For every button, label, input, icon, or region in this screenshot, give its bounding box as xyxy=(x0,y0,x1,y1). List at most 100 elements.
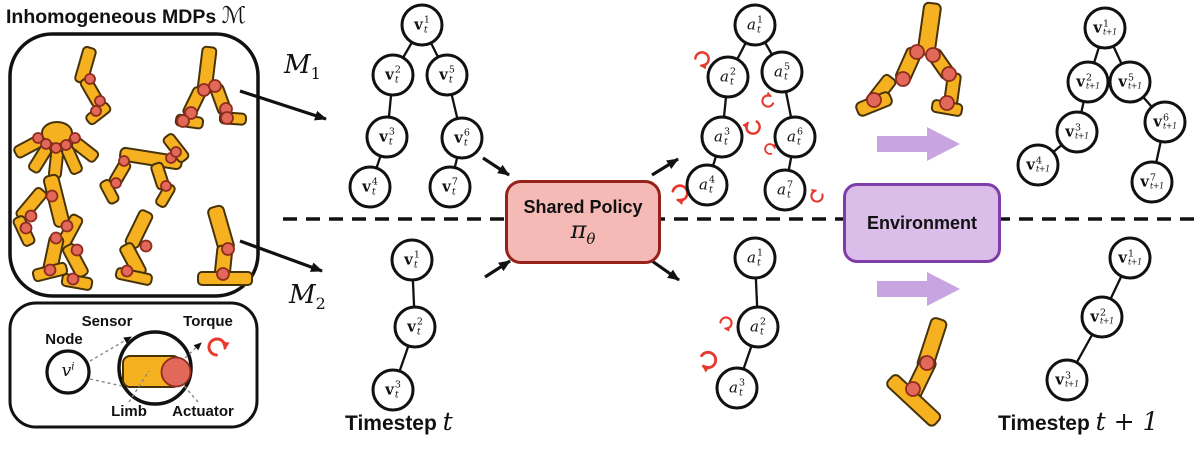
robot-humanoid-illustration xyxy=(12,173,94,291)
node-base: v xyxy=(379,127,388,146)
robot-cheetah-illustration xyxy=(99,133,190,208)
m2-base: M xyxy=(289,280,316,310)
node-base: a xyxy=(787,127,796,146)
shared-policy-box: Shared Policy πθ xyxy=(505,180,661,264)
node-sup: 2 xyxy=(394,64,401,76)
node-sub: t xyxy=(759,326,764,337)
node-base: v xyxy=(385,65,394,84)
node-base: v xyxy=(1118,248,1127,267)
node-sub: t xyxy=(708,184,713,195)
flow-arrows xyxy=(239,89,680,282)
robot-leg-illustration xyxy=(197,204,253,286)
node-sub: t+1 xyxy=(1102,27,1117,37)
node-sub: t xyxy=(738,387,743,398)
timestep-word: Timestep xyxy=(345,412,437,435)
node-base: v xyxy=(1076,72,1085,91)
node-sub: t xyxy=(416,326,421,337)
node-sub: t xyxy=(756,24,761,35)
mdp-set-symbol: ℳ xyxy=(221,3,247,29)
pi-sub: θ xyxy=(586,229,596,248)
node-sup: 1 xyxy=(756,14,763,26)
vi-sup: i xyxy=(71,361,75,373)
robot-walker-next-illustration xyxy=(855,1,964,117)
node-sup: 6 xyxy=(463,127,470,139)
robot-spider-illustration xyxy=(13,121,100,180)
node-sup: 1 xyxy=(413,249,420,261)
environment-transition-arrows xyxy=(877,127,960,306)
robot-hopper-next-illustration xyxy=(886,317,948,427)
timestep-word: Timestep xyxy=(998,412,1090,435)
node-sup: 3 xyxy=(394,379,401,391)
node-sup: 3 xyxy=(1074,122,1081,134)
node-base: v xyxy=(362,177,371,196)
node-base: a xyxy=(720,67,729,86)
node-sup: 1 xyxy=(1102,18,1109,30)
node-sup: 5 xyxy=(783,61,790,73)
node-base: a xyxy=(714,127,723,146)
node-base: a xyxy=(699,175,708,194)
node-sup: 6 xyxy=(796,126,803,138)
node-sup: 1 xyxy=(756,247,763,259)
legend-limb-label: Limb xyxy=(111,403,147,420)
shared-policy-label: Shared Policy xyxy=(523,196,643,217)
node-sup: 2 xyxy=(1085,72,1092,84)
pi-base: π xyxy=(570,215,587,244)
node-base: v xyxy=(1055,370,1064,389)
node-base: a xyxy=(750,317,759,336)
policy-symbol: πθ xyxy=(571,218,596,247)
node-sub: t+1 xyxy=(1127,257,1142,267)
environment-label: Environment xyxy=(866,212,977,233)
node-base: v xyxy=(454,128,463,147)
node-sup: 2 xyxy=(416,316,423,328)
node-sub: t xyxy=(783,71,788,82)
node-sub: t xyxy=(723,136,728,147)
node-sub: t xyxy=(463,137,468,148)
node-base: a xyxy=(729,378,738,397)
timestep-t-caption: Timestep t xyxy=(345,407,453,436)
node-sub: t xyxy=(729,76,734,87)
node-sup: 2 xyxy=(759,316,766,328)
node-base: a xyxy=(774,62,783,81)
node-base: v xyxy=(404,250,413,269)
node-sup: 6 xyxy=(1162,112,1169,124)
node-sub: t+1 xyxy=(1099,316,1114,326)
legend-actuator-label: Actuator xyxy=(172,403,234,420)
m1-label: M1 xyxy=(284,50,321,83)
vi-base: v xyxy=(61,361,72,381)
node-sub: t xyxy=(796,136,801,147)
node-sup: 3 xyxy=(738,377,745,389)
timestep-math: t + 1 xyxy=(1095,407,1159,436)
node-sup: 4 xyxy=(1035,155,1042,167)
node-base: v xyxy=(414,15,423,34)
node-sup: 2 xyxy=(1099,307,1106,319)
node-sub: t xyxy=(451,186,456,197)
node-base: v xyxy=(1090,307,1099,326)
node-base: v xyxy=(1065,122,1074,141)
robot-hopper-illustration xyxy=(114,209,154,286)
node-sup: 3 xyxy=(388,126,395,138)
legend-torque-label: Torque xyxy=(183,313,233,330)
node-sub: t+1 xyxy=(1085,81,1100,91)
node-sup: 3 xyxy=(723,126,730,138)
m1-base: M xyxy=(284,50,311,80)
node-sup: 7 xyxy=(451,176,458,188)
